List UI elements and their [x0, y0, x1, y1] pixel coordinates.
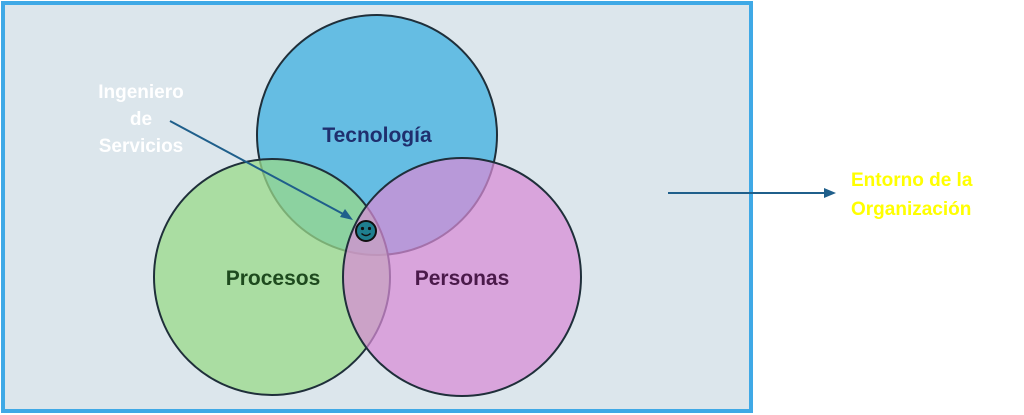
- engineer-label-line-2: de: [130, 109, 152, 130]
- personas-circle: [342, 157, 582, 397]
- environment-label-line-2: Organización: [851, 199, 971, 220]
- engineer-label-line-3: Servicios: [99, 136, 184, 157]
- engineer-arrow: [169, 120, 353, 220]
- smiley-face-icon: [355, 220, 377, 242]
- environment-arrow: [668, 188, 836, 198]
- engineer-label-line-1: Ingeniero: [98, 82, 184, 103]
- environment-label-line-1: Entorno de la: [851, 170, 973, 191]
- tecnologia-label: Tecnología: [322, 124, 432, 147]
- procesos-label: Procesos: [226, 267, 321, 290]
- personas-label: Personas: [415, 267, 510, 290]
